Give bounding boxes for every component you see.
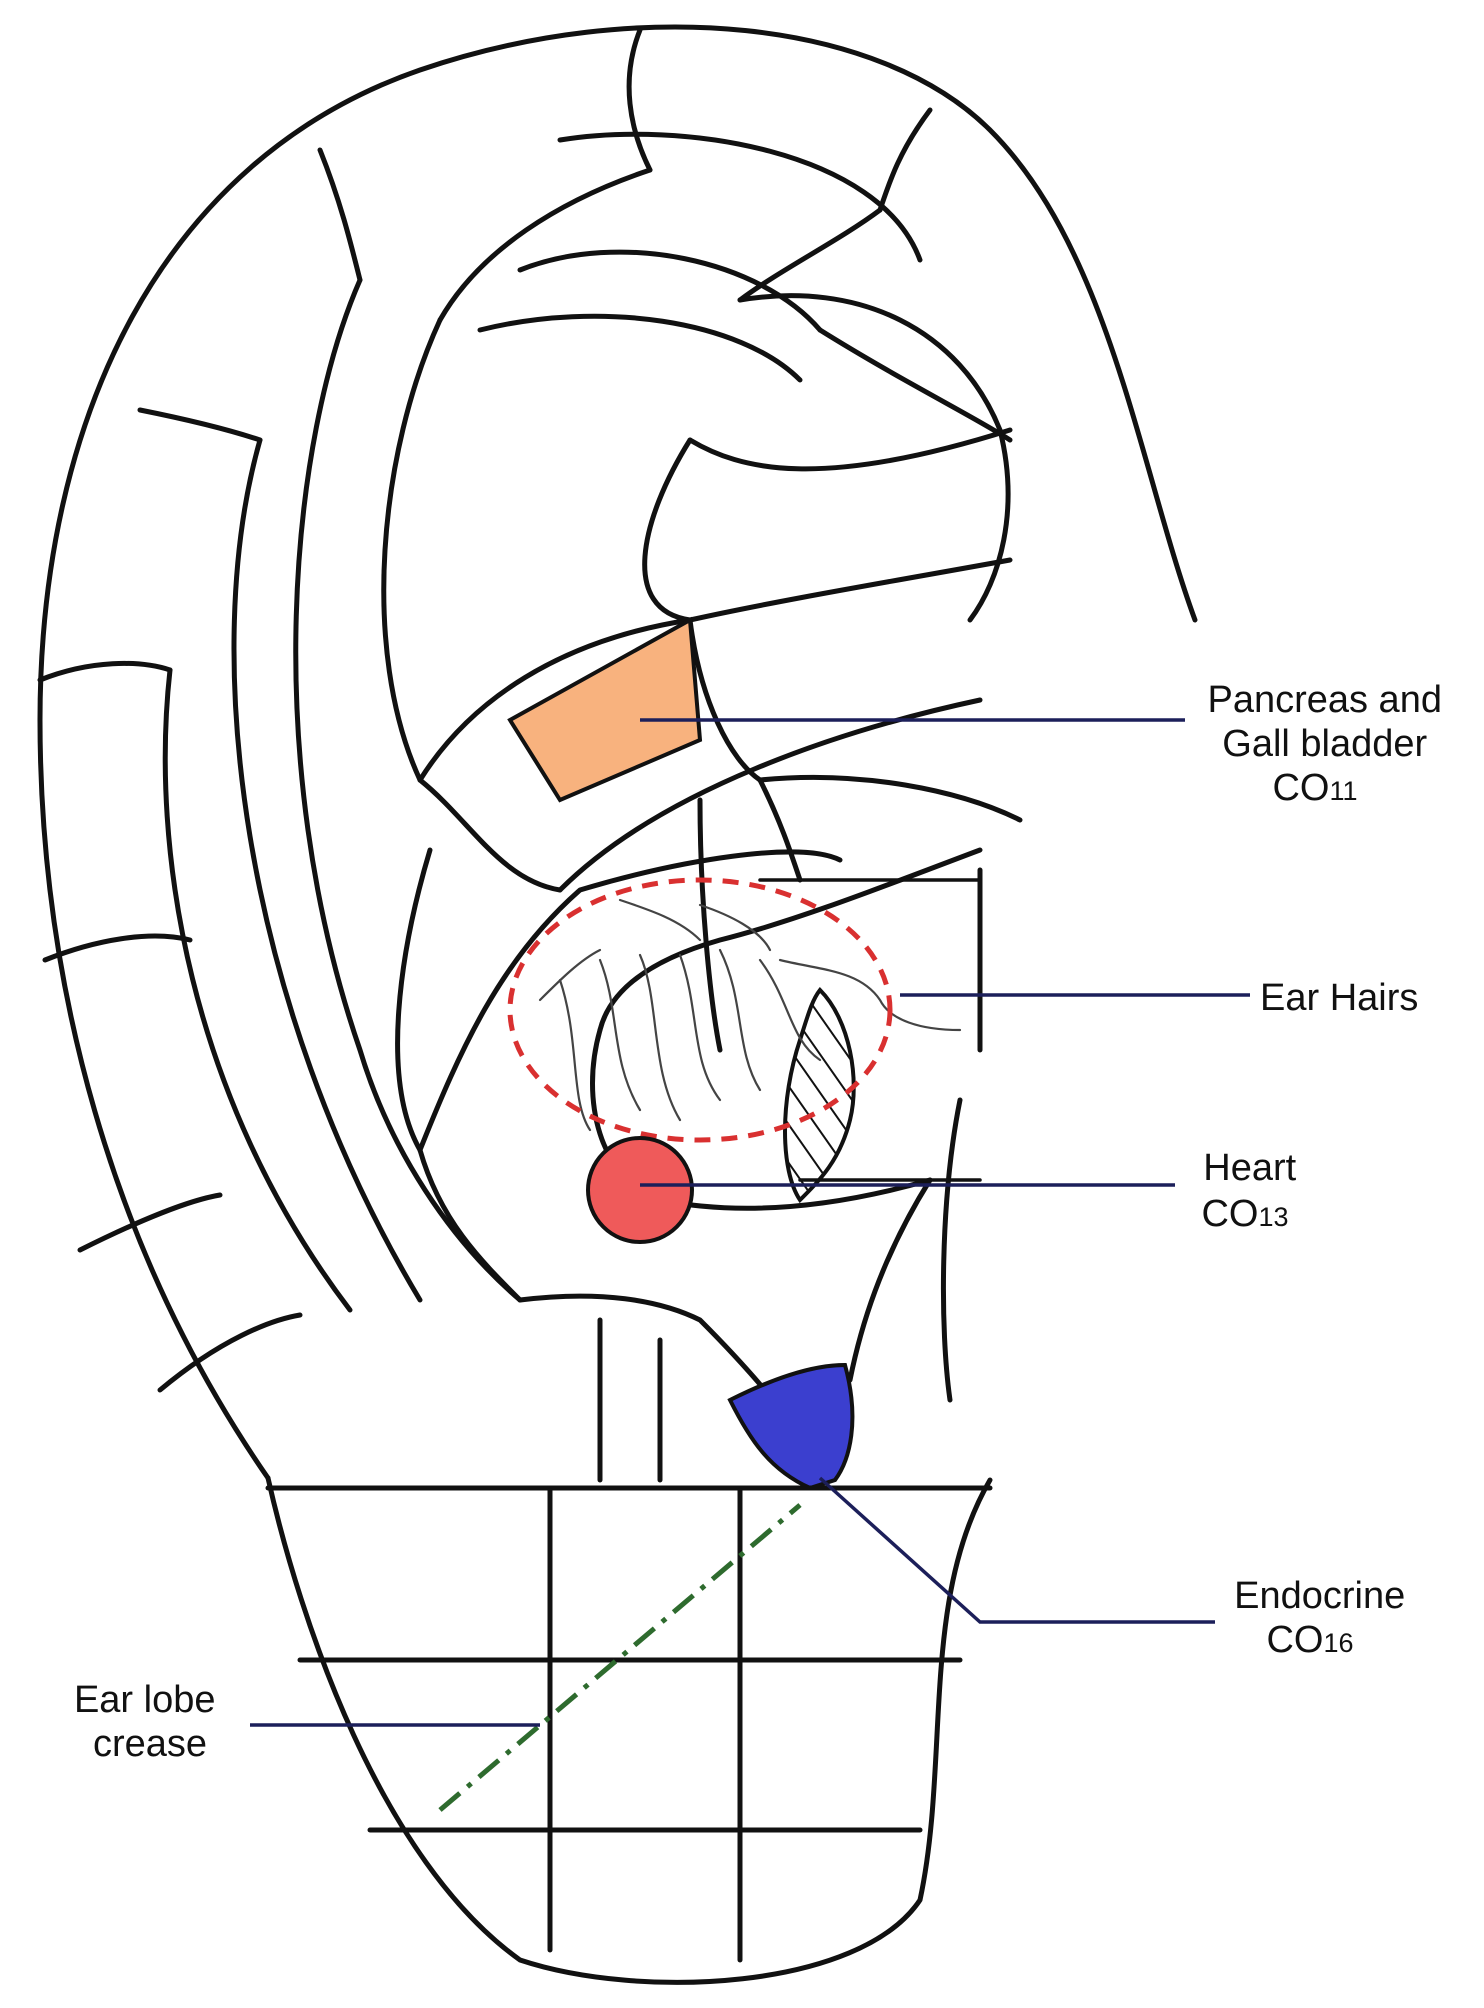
ear-outline: [37, 24, 1198, 1985]
leader-endocrine: [818, 1476, 1215, 1624]
helix-segments: [37, 27, 933, 1393]
label-pancreas: Pancreas and Gall bladder CO11: [1207, 679, 1452, 809]
endocrine-region: [727, 1362, 855, 1491]
concha: [417, 847, 983, 1483]
antihelix: [395, 427, 1023, 1153]
lobe-grid: [265, 1485, 993, 1963]
heart-region: [586, 1136, 694, 1244]
inner-bands: [162, 131, 1013, 1313]
label-ear-hairs: Ear Hairs: [1260, 977, 1418, 1019]
tragus-lines: [597, 867, 983, 1483]
ear-lobe-crease: [438, 1503, 802, 1812]
label-heart: Heart CO13: [1201, 1147, 1306, 1235]
pancreas-region: [507, 616, 703, 803]
label-ear-lobe-crease: Ear lobe crease: [74, 1679, 226, 1765]
ear-hairs: [538, 898, 962, 1132]
tragus-hatch-region: [783, 987, 856, 1204]
ear-hairs-circle: [507, 877, 893, 1143]
label-endocrine: Endocrine CO16: [1234, 1575, 1416, 1661]
leader-lines: [250, 718, 1250, 1727]
